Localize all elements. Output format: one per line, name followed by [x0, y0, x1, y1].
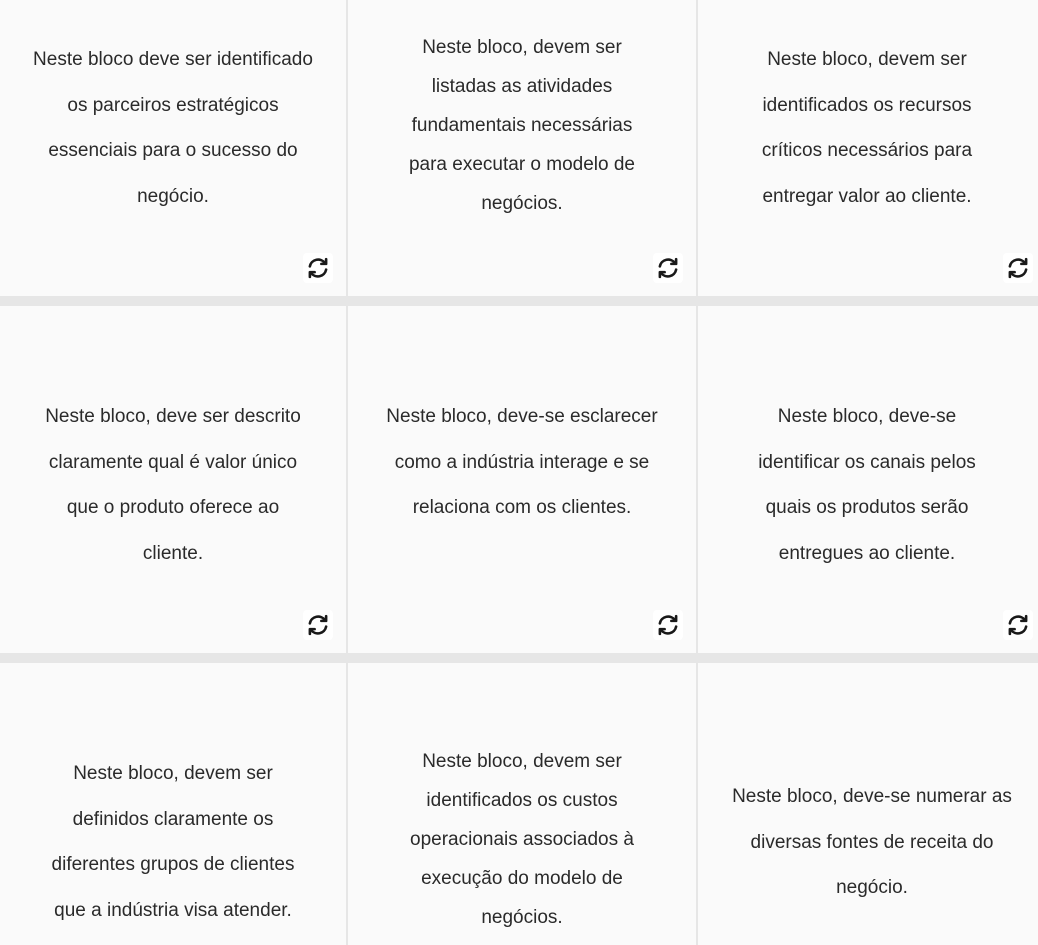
card-key-resources[interactable]: Neste bloco, devem ser identificados os …: [698, 0, 1038, 296]
rotate-arrows-icon: [308, 614, 328, 636]
rotate-arrows-icon: [1008, 614, 1028, 636]
card-text: Neste bloco, devem ser listadas as ativi…: [408, 37, 636, 214]
rotate-arrows-icon: [308, 257, 328, 279]
card-customer-relationships[interactable]: Neste bloco, deve-se esclarecer como a i…: [348, 306, 696, 653]
card-text: Neste bloco, deve ser descrito clarament…: [45, 406, 301, 564]
flip-card-button[interactable]: [1003, 610, 1033, 640]
rotate-arrows-icon: [658, 257, 678, 279]
card-value-proposition[interactable]: Neste bloco, deve ser descrito clarament…: [0, 306, 346, 653]
card-text: Neste bloco, deve-se identificar os cana…: [758, 406, 976, 564]
card-customer-segments[interactable]: Neste bloco, devem ser definidos clarame…: [0, 663, 346, 945]
flip-card-button[interactable]: [303, 253, 333, 283]
card-text: Neste bloco deve ser identificado os par…: [33, 49, 313, 207]
card-text: Neste bloco, devem ser identificados os …: [761, 49, 973, 207]
card-cost-structure[interactable]: Neste bloco, devem ser identificados os …: [348, 663, 696, 945]
card-key-activities[interactable]: Neste bloco, devem ser listadas as ativi…: [348, 0, 696, 296]
flip-card-button[interactable]: [653, 610, 683, 640]
card-text: Neste bloco, deve-se esclarecer como a i…: [386, 406, 658, 518]
card-key-partners[interactable]: Neste bloco deve ser identificado os par…: [0, 0, 346, 296]
card-revenue-streams[interactable]: Neste bloco, deve-se numerar as diversas…: [698, 663, 1038, 945]
rotate-arrows-icon: [658, 614, 678, 636]
card-text: Neste bloco, devem ser definidos clarame…: [51, 763, 295, 921]
flip-card-button[interactable]: [1003, 253, 1033, 283]
rotate-arrows-icon: [1008, 257, 1028, 279]
card-text: Neste bloco, deve-se numerar as diversas…: [732, 786, 1012, 898]
card-channels[interactable]: Neste bloco, deve-se identificar os cana…: [698, 306, 1038, 653]
flip-card-button[interactable]: [303, 610, 333, 640]
card-text: Neste bloco, devem ser identificados os …: [410, 751, 634, 928]
flip-card-button[interactable]: [653, 253, 683, 283]
